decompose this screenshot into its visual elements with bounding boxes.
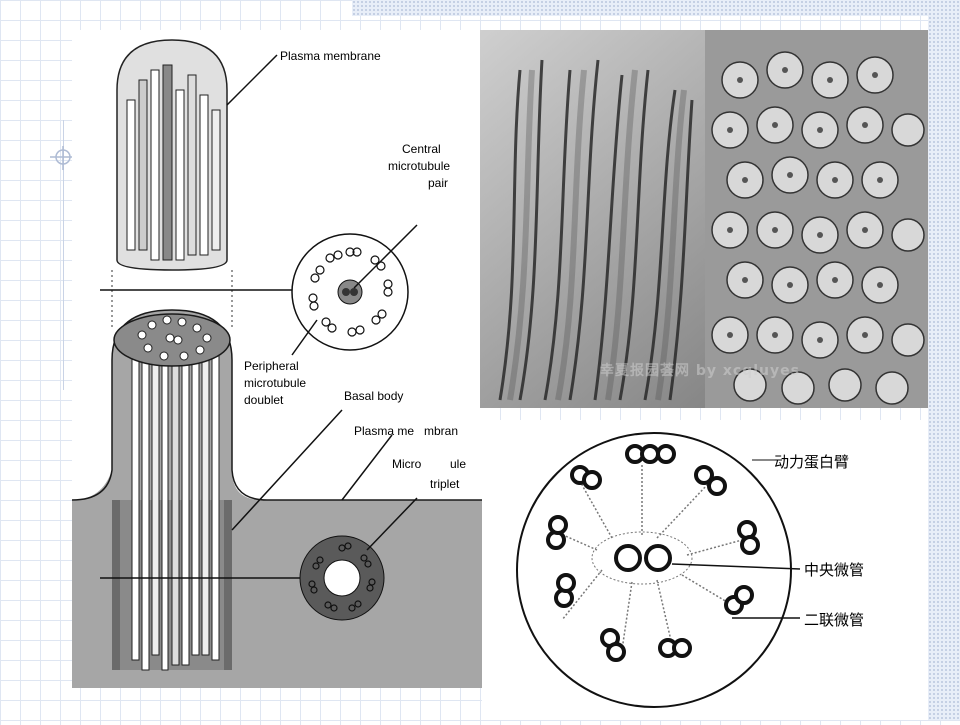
- doublet-microtubules: [546, 444, 760, 662]
- micrograph-svg: [480, 30, 928, 408]
- label-peripheral-2: microtubule: [244, 376, 306, 390]
- label-plasma-membrane-lower-2: mbran: [424, 424, 458, 438]
- decorative-vertical-line: [63, 120, 64, 390]
- label-plasma-membrane-lower: Plasma me: [354, 424, 414, 438]
- central-microtubule-left: [614, 544, 642, 572]
- axoneme-labeled-diagram: 动力蛋白臂 中央微管 二联微管: [482, 420, 928, 720]
- micrograph-watermark: 幸夏报园荟网 by xcqluyes: [600, 363, 800, 379]
- central-sheath: [591, 531, 693, 585]
- cilium-tip-tubules: [126, 64, 221, 261]
- label-central-microtubule: 中央微管: [804, 561, 864, 579]
- plasma-membrane-outline: [71, 309, 482, 501]
- central-microtubule-right: [644, 544, 672, 572]
- cilium-diagram-svg: Plasma membrane Central microtubule pair…: [71, 39, 482, 688]
- peripheral-doublets: [308, 247, 393, 337]
- label-central-1: Central: [402, 142, 441, 156]
- cilium-structure-diagram: Plasma membrane Central microtubule pair…: [71, 30, 482, 688]
- label-central-2: microtubule: [388, 159, 450, 173]
- side-decoration-band: [928, 0, 960, 720]
- label-micro-tubule-1b: ule: [450, 457, 466, 471]
- electron-micrograph: [480, 30, 928, 408]
- radial-spokes: [551, 465, 743, 651]
- header-decoration-band: [352, 0, 960, 16]
- label-micro-tubule-1: Micro: [392, 457, 422, 471]
- label-central-3: pair: [428, 176, 448, 190]
- label-micro-tubule-2: triplet: [430, 477, 460, 491]
- bundle-cap-tubules: [137, 315, 212, 361]
- crosshair-decoration-icon: [50, 146, 74, 170]
- label-peripheral-3: doublet: [244, 393, 284, 407]
- label-dynein-arm: 动力蛋白臂: [774, 453, 849, 471]
- label-basal-body: Basal body: [344, 389, 403, 403]
- label-plasma-membrane-top: Plasma membrane: [280, 49, 381, 63]
- longitudinal-cilia: [498, 59, 694, 401]
- label-peripheral-1: Peripheral: [244, 359, 299, 373]
- label-doublet-microtubule: 二联微管: [804, 611, 864, 629]
- triplets: [308, 542, 376, 612]
- microtubule-bundle-lower: [131, 324, 220, 671]
- axoneme-labeled-svg: 动力蛋白臂 中央微管 二联微管: [516, 432, 864, 708]
